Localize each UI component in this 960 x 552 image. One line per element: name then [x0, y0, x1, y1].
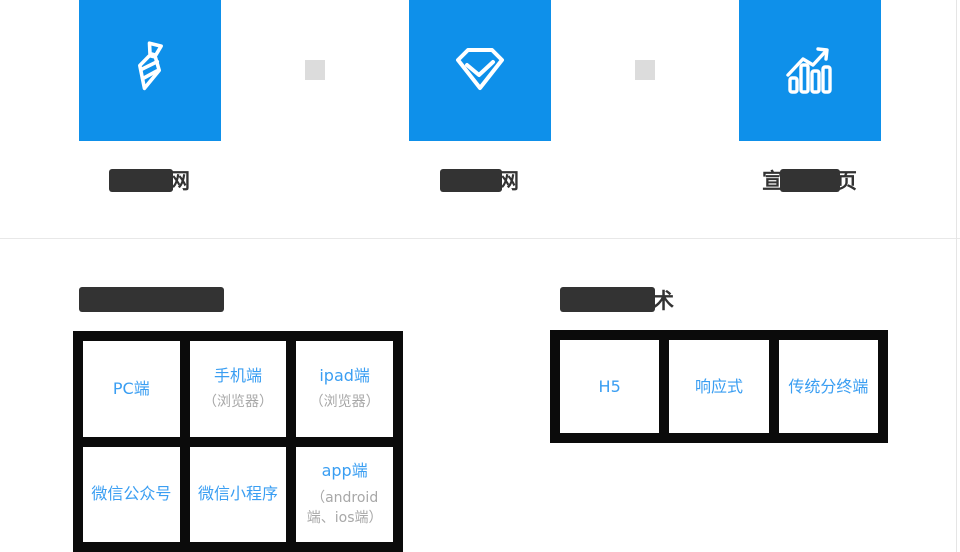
cell-title: 微信公众号 [91, 484, 172, 504]
cell-title: 手机端 [213, 365, 262, 385]
tie-icon [120, 38, 180, 102]
grid-cell-wechat-miniprogram: 微信小程序 [189, 446, 287, 542]
terminal-types-grid: PC端 手机端 （浏览器） ipad端 （浏览器） 微信公众号 微信小程序 ap… [73, 331, 403, 552]
label-prefix: 宣 [762, 169, 784, 193]
site-type-label-2: 网 [409, 167, 551, 193]
redacted-text-block [780, 168, 840, 192]
label-suffix: 页 [836, 169, 858, 193]
site-type-label-3: 宣页 [739, 167, 881, 193]
grid-cell-mobile: 手机端 （浏览器） [189, 341, 287, 437]
redacted-heading-block [560, 287, 655, 312]
technologies-grid: H5 响应式 传统分终端 [550, 330, 888, 443]
cell-title: ipad端 [319, 365, 370, 385]
cell-title: H5 [598, 376, 621, 396]
cell-title: 响应式 [694, 376, 743, 396]
page-right-border [956, 0, 957, 552]
cell-subtitle: （浏览器） [309, 394, 380, 411]
terminal-section-heading [79, 287, 224, 312]
grid-cell-app: app端 （android端、ios端） [296, 446, 393, 542]
cell-subtitle: （浏览器） [202, 394, 273, 411]
redacted-text-block [109, 168, 173, 192]
grid-cell-pc: PC端 [83, 341, 180, 437]
site-type-tile-2 [409, 0, 551, 141]
redacted-text-block [440, 168, 502, 192]
heading-suffix: 术 [653, 288, 674, 313]
cell-title: 传统分终端 [788, 376, 869, 396]
grid-cell-wechat-official: 微信公众号 [83, 446, 180, 542]
grid-cell-responsive: 响应式 [669, 340, 769, 433]
connector-square-1 [305, 60, 325, 80]
section-divider [0, 238, 960, 239]
label-suffix: 网 [498, 169, 520, 193]
connector-square-2 [635, 60, 655, 80]
site-type-label-1: 网 [79, 167, 221, 193]
cell-title: 微信小程序 [197, 484, 278, 504]
grid-cell-ipad: ipad端 （浏览器） [296, 341, 393, 437]
grid-cell-traditional: 传统分终端 [778, 340, 878, 433]
gem-icon [450, 38, 510, 102]
cell-subtitle: （android端、ios端） [306, 489, 383, 527]
redacted-heading-block [79, 287, 224, 312]
growth-chart-icon [780, 38, 840, 102]
label-suffix: 网 [169, 169, 191, 193]
tech-section-heading: 术 [560, 287, 674, 313]
site-type-tile-1 [79, 0, 221, 141]
cell-title: app端 [321, 461, 368, 481]
cell-title: PC端 [112, 378, 150, 398]
grid-cell-h5: H5 [560, 340, 660, 433]
site-type-tile-3 [739, 0, 881, 141]
